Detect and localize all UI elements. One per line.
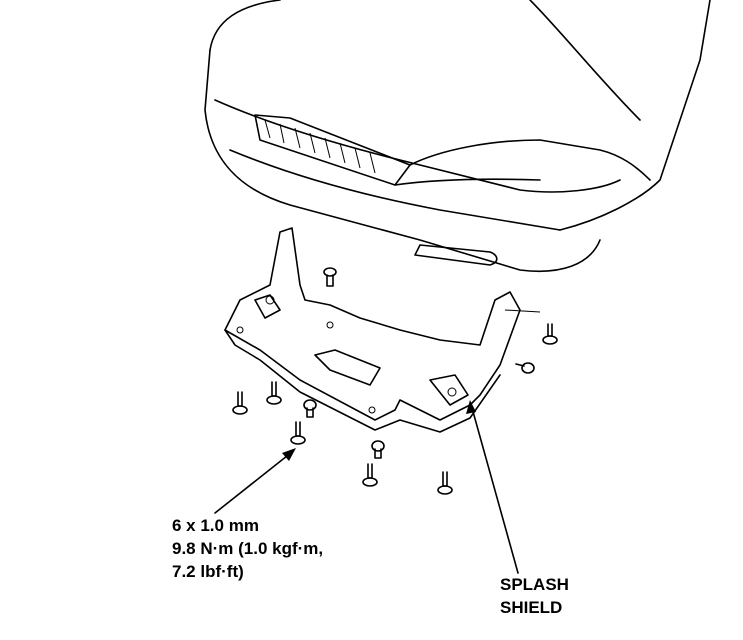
bolts	[232, 267, 558, 495]
bolt-icon	[542, 323, 558, 345]
car-front-bumper	[204, 0, 711, 272]
splash-shield	[224, 227, 541, 433]
bolt-icon	[266, 381, 282, 405]
bolt-icon	[303, 399, 317, 418]
splash-shield-label: SPLASH SHIELD	[500, 573, 569, 619]
torque-metric: 9.8 N·m (1.0 kgf·m,	[172, 539, 324, 558]
bolt-size: 6 x 1.0 mm	[172, 516, 259, 535]
arrow-head-icon	[282, 448, 296, 461]
bolt-icon	[371, 440, 385, 459]
bolt-icon	[290, 421, 306, 445]
torque-spec-label: 6 x 1.0 mm 9.8 N·m (1.0 kgf·m, 7.2 lbf·f…	[172, 514, 323, 583]
part-label-line1: SPLASH	[500, 575, 569, 594]
bolt-icon	[362, 463, 378, 487]
bolt-icon	[323, 267, 337, 287]
bolt-icon	[515, 362, 535, 374]
bolt-icon	[437, 471, 453, 495]
torque-imperial: 7.2 lbf·ft)	[172, 562, 244, 581]
leader-arrows	[214, 400, 519, 574]
bolt-icon	[232, 391, 248, 415]
part-label-line2: SHIELD	[500, 598, 563, 617]
arrow-head-icon	[466, 400, 476, 414]
